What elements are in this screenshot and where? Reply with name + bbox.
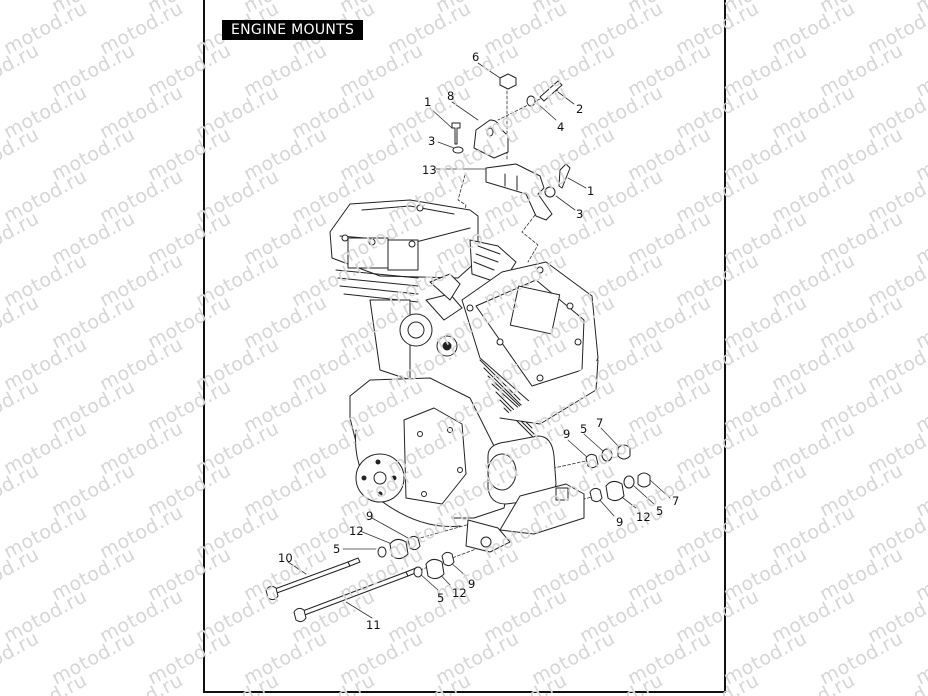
front-mount-hardware [265,535,455,623]
callout-5-rear-upper: 5 [580,422,588,436]
top-bracket-hardware [451,73,571,221]
callout-3-washer-right: 3 [576,207,584,221]
callout-10-long-bolt: 10 [278,551,293,565]
rear-mount-hardware [585,444,651,503]
callout-12-front-upper: 12 [349,524,364,538]
callout-1-upper-bolt: 1 [424,95,432,109]
diagram-frame [203,0,726,693]
diagram-title: ENGINE MOUNTS [222,20,364,40]
engine-assembly [329,199,599,553]
callout-12-front-lower: 12 [452,586,467,600]
callout-9-front-upper: 9 [366,509,374,523]
callout-7-rear-lower: 7 [672,494,680,508]
callout-9-front-lower: 9 [468,577,476,591]
callout-5-front-lower: 5 [437,591,445,605]
callout-3-washer-left: 3 [428,134,436,148]
callout-4-washer: 4 [557,120,565,134]
callout-9-rear-lower: 9 [616,515,624,529]
callout-9-rear-upper: 9 [563,427,571,441]
callout-13-top-mount: 13 [422,163,437,177]
callout-1-right-bolt: 1 [587,184,595,198]
callout-11-long-bolt: 11 [366,618,381,632]
callout-8-bracket: 8 [447,89,455,103]
callout-12-rear-lower: 12 [636,510,651,524]
callout-6-nut: 6 [472,50,480,64]
callout-7-rear-upper: 7 [596,416,604,430]
callout-5-front-upper: 5 [333,542,341,556]
callout-5-rear-lower: 5 [656,504,664,518]
callout-2-bolt: 2 [576,102,584,116]
